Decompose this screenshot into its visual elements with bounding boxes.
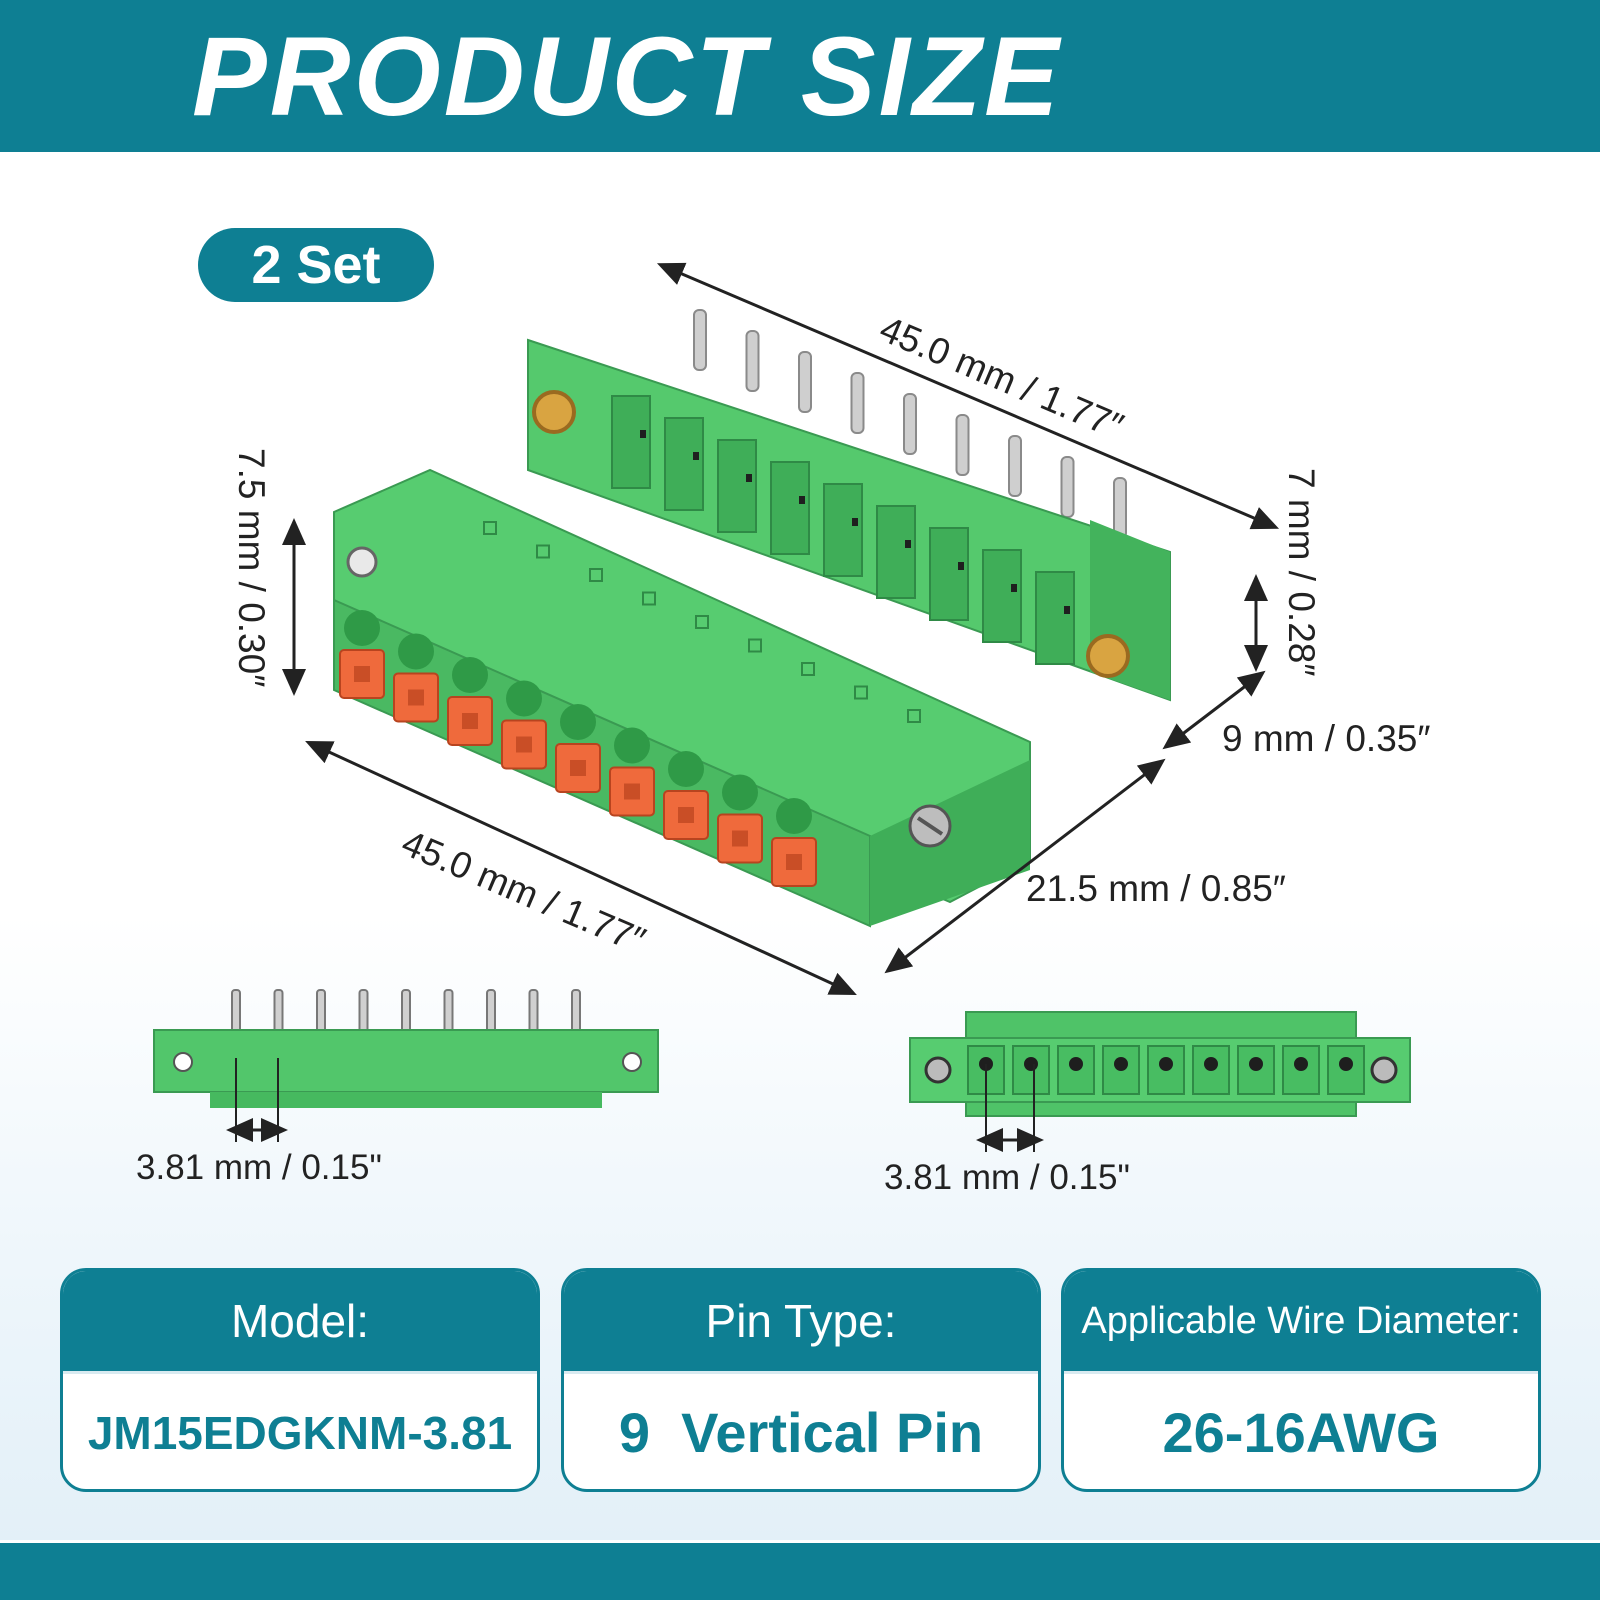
- front-contact: [1339, 1057, 1353, 1071]
- wire-entry: [344, 610, 380, 646]
- pin-type-label: Pin Type:: [564, 1271, 1038, 1371]
- threaded-insert-right: [1086, 634, 1130, 678]
- page-title: PRODUCT SIZE: [192, 14, 1062, 139]
- wire-diameter-card: Applicable Wire Diameter: 26-16AWG: [1061, 1268, 1541, 1492]
- wire-diameter-value: 26-16AWG: [1162, 1401, 1440, 1464]
- header-pin: [693, 309, 707, 371]
- release-tab-slot: [408, 689, 424, 706]
- release-tab-slot: [570, 760, 586, 776]
- wire-entry: [560, 704, 596, 740]
- wire-entry: [776, 798, 812, 834]
- footer-bar: [0, 1543, 1600, 1600]
- test-window: [801, 662, 815, 676]
- header-pin: [903, 393, 917, 455]
- dim-pitch-left: 3.81 mm / 0.15": [136, 1148, 382, 1187]
- release-tab-slot: [516, 736, 532, 753]
- wire-entry: [398, 633, 434, 670]
- wire-entry: [668, 751, 704, 787]
- socket-contact: [1011, 584, 1017, 592]
- dim-header-depth: 9 mm / 0.35″: [1222, 718, 1431, 759]
- release-tab-slot: [732, 830, 748, 847]
- header-socket: [717, 439, 757, 533]
- header-socket: [929, 527, 969, 621]
- dim-total-depth: 21.5 mm / 0.85″: [1026, 868, 1286, 909]
- test-windows: [483, 521, 921, 723]
- header-socket: [876, 505, 916, 599]
- release-tab-slot: [786, 854, 802, 870]
- header-pin: [955, 414, 970, 476]
- header-pin: [798, 351, 812, 413]
- release-tab-slot: [624, 783, 640, 800]
- pin-type-card: Pin Type: 9 Vertical Pin: [561, 1268, 1041, 1492]
- front-contact: [1069, 1057, 1083, 1071]
- flange-hole: [346, 546, 378, 578]
- socket-contact: [693, 452, 699, 460]
- socket-contact: [905, 540, 911, 548]
- wire-entry: [722, 774, 758, 811]
- front-contact: [1249, 1057, 1263, 1071]
- header-socket: [982, 549, 1022, 643]
- test-window: [589, 568, 603, 582]
- socket-contact: [640, 430, 646, 438]
- header-pin: [1060, 456, 1075, 518]
- test-window: [536, 544, 550, 559]
- front-contact: [1024, 1057, 1038, 1071]
- test-window: [748, 638, 762, 653]
- wire-entry: [614, 727, 650, 764]
- model-label: Model:: [63, 1271, 537, 1371]
- header-socket: [823, 483, 863, 577]
- socket-contact: [958, 562, 964, 570]
- front-socket: [1192, 1045, 1230, 1095]
- dim-left-height: 7.5 mm / 0.30″: [231, 448, 272, 688]
- front-contact: [1114, 1057, 1128, 1071]
- front-contact: [1294, 1057, 1308, 1071]
- test-window: [907, 709, 921, 723]
- header-socket: [770, 461, 810, 555]
- release-tab-slot: [354, 666, 370, 682]
- socket-contact: [1064, 606, 1070, 614]
- wire-diameter-label: Applicable Wire Diameter:: [1064, 1271, 1538, 1371]
- header-pin: [1008, 435, 1022, 497]
- header-side-view: [153, 989, 659, 1142]
- dim-pitch-right: 3.81 mm / 0.15": [884, 1158, 1130, 1197]
- header-socket: [1035, 571, 1075, 665]
- model-card: Model: JM15EDGKNM-3.81: [60, 1268, 540, 1492]
- header-pin: [850, 372, 865, 434]
- header-pin: [745, 330, 760, 392]
- release-tab-slot: [462, 713, 478, 729]
- test-window: [642, 591, 656, 606]
- wire-entry: [452, 657, 488, 693]
- model-value: JM15EDGKNM-3.81: [87, 1407, 513, 1459]
- release-tab-slot: [678, 807, 694, 823]
- set-count-badge: 2 Set: [198, 228, 434, 302]
- front-contact: [1204, 1057, 1218, 1071]
- threaded-insert-left: [532, 390, 576, 434]
- socket-contact: [852, 518, 858, 526]
- header-socket: [611, 395, 651, 489]
- header-front-view: [909, 1011, 1411, 1152]
- dim-right-height: 7 mm / 0.28″: [1281, 468, 1322, 677]
- test-window: [483, 521, 497, 535]
- test-window: [854, 685, 868, 700]
- front-contact: [1159, 1057, 1173, 1071]
- header-pin: [1113, 477, 1127, 539]
- header-socket: [664, 417, 704, 511]
- test-window: [695, 615, 709, 629]
- pin-type-value: 9 Vertical Pin: [618, 1401, 984, 1464]
- wire-entry: [506, 680, 542, 717]
- title-banner: PRODUCT SIZE: [0, 0, 1600, 152]
- socket-contact: [746, 474, 752, 482]
- socket-contact: [799, 496, 805, 504]
